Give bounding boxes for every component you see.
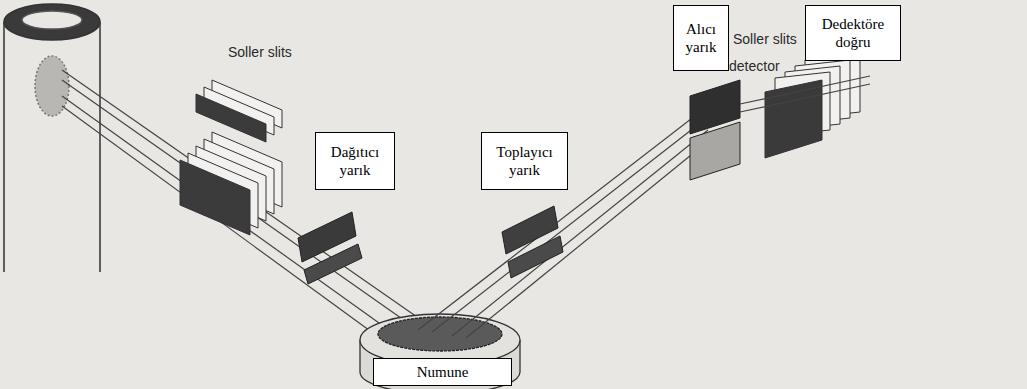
- slit-callout-box: Dağıtıcı yarık: [315, 132, 395, 190]
- detector-beam: [740, 76, 870, 112]
- incident-beam: [62, 70, 430, 344]
- receiving-slit: [690, 80, 740, 180]
- part-label: detector: [729, 58, 780, 74]
- callout-text: Dağıtıcı yarık: [321, 143, 389, 179]
- slit-callout-box: Toplayıcı yarık: [481, 132, 568, 190]
- slit-callout-box: Numune: [373, 358, 512, 386]
- slit-callout-box: Dedektöre doğru: [805, 5, 901, 61]
- callout-text: Alıcı yarık: [679, 20, 723, 56]
- callout-text: Toplayıcı yarık: [487, 143, 562, 179]
- x-ray-tube: [4, 4, 100, 272]
- callout-text: Numune: [379, 363, 506, 381]
- slit-callout-box: Alıcı yarık: [673, 5, 729, 71]
- part-label: Soller slits: [733, 31, 797, 47]
- divergence-slit: [298, 212, 362, 284]
- callout-text: Dedektöre doğru: [811, 15, 895, 51]
- anti-scatter-slit: [502, 206, 563, 278]
- part-label: Soller slits: [228, 44, 292, 60]
- diffracted-beam: [418, 112, 712, 338]
- soller-slits: [180, 80, 282, 235]
